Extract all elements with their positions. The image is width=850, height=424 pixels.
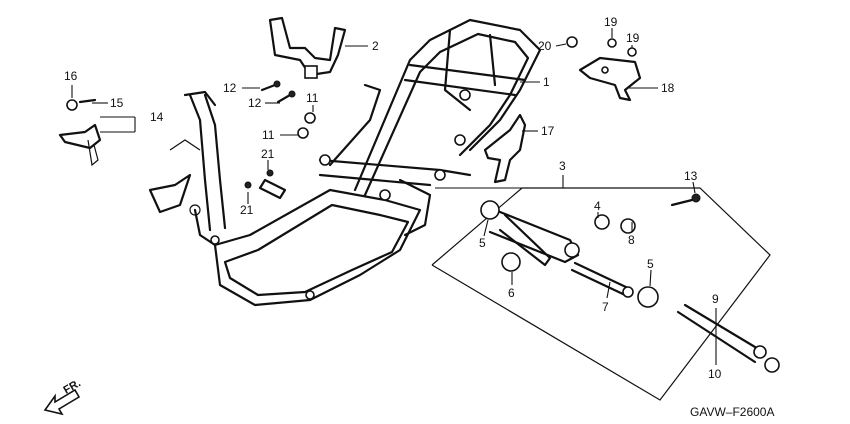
part-label-17: 17: [541, 124, 555, 138]
part-label-5b: 5: [647, 257, 654, 271]
front-direction-arrow-icon: [43, 388, 81, 416]
part-label-12a: 12: [223, 81, 237, 95]
bracket-part-2: [268, 16, 347, 79]
part-label-13: 13: [684, 169, 698, 183]
fasteners-left: [244, 80, 316, 200]
part-label-8: 8: [628, 233, 635, 247]
part-label-5a: 5: [479, 236, 486, 250]
part-label-14: 14: [150, 110, 164, 124]
plate-part-17: [483, 113, 527, 184]
part-label-21a: 21: [261, 147, 275, 161]
part-label-12b: 12: [248, 96, 262, 110]
bracket-part-18: [566, 36, 642, 102]
part-label-4: 4: [594, 199, 601, 213]
front-direction-label: FR.: [62, 377, 83, 396]
engine-hanger-box: [431, 187, 771, 401]
part-label-19b: 19: [626, 31, 640, 45]
part-label-15: 15: [110, 96, 124, 110]
part-label-7: 7: [602, 300, 609, 314]
part-label-11a: 11: [306, 91, 319, 105]
part-label-9: 9: [712, 292, 719, 306]
engine-hanger: [480, 193, 780, 373]
part-label-11b: 11: [262, 128, 275, 142]
part-labels: 2 1 3 4 5 5 6 7 8 9 10 11 11 12 12 13 14…: [64, 15, 722, 381]
diagram-code: GAVW–F2600A: [690, 405, 774, 419]
leader-lines: [71, 28, 717, 365]
part-label-16: 16: [64, 69, 78, 83]
part-label-19a: 19: [604, 15, 618, 29]
part-label-1: 2: [372, 39, 379, 53]
part-label-21b: 21: [240, 203, 254, 217]
frame-body: [148, 18, 542, 307]
part-label-18: 18: [661, 81, 675, 95]
part-label-6: 6: [508, 286, 515, 300]
part-label-3: 3: [559, 159, 566, 173]
part-label-20: 20: [538, 39, 552, 53]
part-label-2: 1: [543, 75, 550, 89]
lock-set: [58, 98, 102, 167]
part-label-10: 10: [708, 367, 722, 381]
